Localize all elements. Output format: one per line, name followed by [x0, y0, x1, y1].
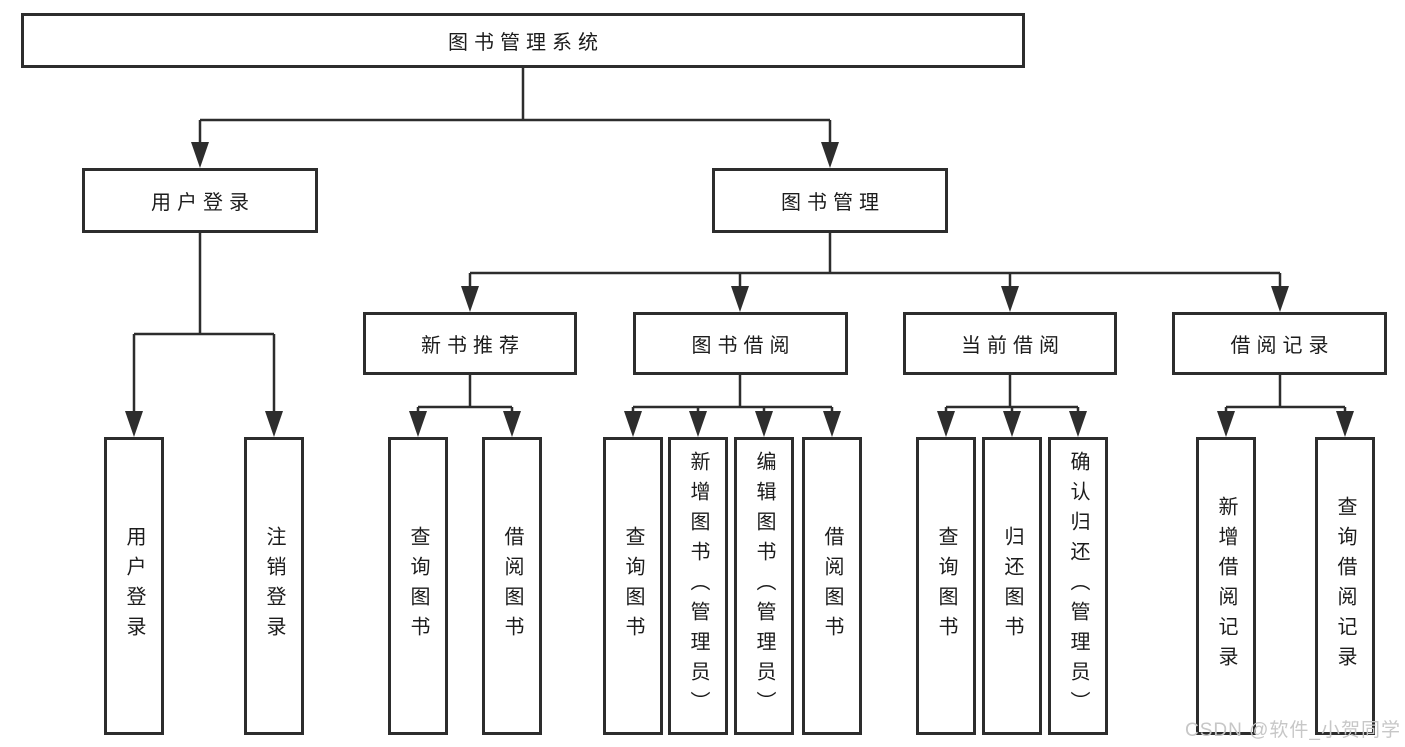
leaf-confirm-return-admin: 确认归还（管理员） [1048, 437, 1108, 735]
node-borrow-records-label: 借阅记录 [1230, 335, 1335, 357]
arrow-down-icon [937, 411, 955, 437]
leaf-borrow-books-2-label: 借阅图书 [821, 526, 843, 646]
arrow-down-icon [1217, 411, 1235, 437]
connector-borrow-records-children [1224, 375, 1347, 415]
leaf-user-login: 用户登录 [104, 437, 164, 735]
node-current-borrow-label: 当前借阅 [961, 335, 1065, 357]
leaf-query-books-2: 查询图书 [603, 437, 663, 735]
arrow-down-icon [503, 411, 521, 437]
leaf-confirm-return-admin-label: 确认归还（管理员） [1067, 451, 1089, 721]
arrow-down-icon [1069, 411, 1087, 437]
arrow-down-icon [409, 411, 427, 437]
arrow-down-icon [265, 411, 283, 437]
leaf-query-books-3-label: 查询图书 [935, 526, 957, 646]
node-book-mgmt-label: 图书管理 [781, 192, 885, 214]
leaf-query-books-1: 查询图书 [388, 437, 448, 735]
leaf-edit-books-admin-label: 编辑图书（管理员） [753, 451, 775, 721]
arrow-down-icon [731, 286, 749, 312]
arrow-down-icon [125, 411, 143, 437]
arrow-down-icon [823, 411, 841, 437]
arrow-down-icon [821, 142, 839, 168]
arrow-down-icon [191, 142, 209, 168]
leaf-query-books-1-label: 查询图书 [407, 526, 429, 646]
connector-book-borrow-children [631, 375, 834, 415]
node-book-mgmt: 图书管理 [712, 168, 948, 233]
node-book-borrow: 图书借阅 [633, 312, 848, 375]
leaf-borrow-books-2: 借阅图书 [802, 437, 862, 735]
arrow-down-icon [1336, 411, 1354, 437]
node-user-login: 用户登录 [82, 168, 318, 233]
leaf-logout-label: 注销登录 [263, 526, 285, 646]
connector-root-to-level2 [198, 68, 832, 146]
leaf-borrow-books-1: 借阅图书 [482, 437, 542, 735]
leaf-add-books-admin: 新增图书（管理员） [668, 437, 728, 735]
arrow-down-icon [1001, 286, 1019, 312]
arrow-down-icon [1003, 411, 1021, 437]
arrow-down-icon [624, 411, 642, 437]
connector-current-borrow-children [944, 375, 1080, 415]
node-root: 图书管理系统 [21, 13, 1025, 68]
leaf-borrow-books-1-label: 借阅图书 [501, 526, 523, 646]
leaf-query-books-3: 查询图书 [916, 437, 976, 735]
arrowheads [125, 142, 1354, 437]
leaf-edit-books-admin: 编辑图书（管理员） [734, 437, 794, 735]
arrow-down-icon [461, 286, 479, 312]
arrow-down-icon [755, 411, 773, 437]
leaf-add-borrow-record: 新增借阅记录 [1196, 437, 1256, 735]
node-user-login-label: 用户登录 [151, 192, 255, 214]
watermark: CSDN @软件_小贺同学 [1185, 720, 1401, 741]
node-borrow-records: 借阅记录 [1172, 312, 1387, 375]
node-new-book-rec-label: 新书推荐 [421, 335, 525, 357]
leaf-return-books: 归还图书 [982, 437, 1042, 735]
node-current-borrow: 当前借阅 [903, 312, 1117, 375]
node-new-book-rec: 新书推荐 [363, 312, 577, 375]
node-root-label: 图书管理系统 [448, 32, 604, 54]
connector-user-login-children [132, 233, 276, 415]
leaf-return-books-label: 归还图书 [1001, 526, 1023, 646]
leaf-add-borrow-record-label: 新增借阅记录 [1215, 496, 1237, 676]
leaf-query-books-2-label: 查询图书 [622, 526, 644, 646]
connector-new-book-rec-children [416, 375, 514, 415]
arrow-down-icon [689, 411, 707, 437]
connector-book-mgmt-children [468, 233, 1282, 290]
leaf-logout: 注销登录 [244, 437, 304, 735]
leaf-add-books-admin-label: 新增图书（管理员） [687, 451, 709, 721]
leaf-query-borrow-record: 查询借阅记录 [1315, 437, 1375, 735]
node-book-borrow-label: 图书借阅 [691, 335, 796, 357]
leaf-query-borrow-record-label: 查询借阅记录 [1334, 496, 1356, 676]
leaf-user-login-label: 用户登录 [123, 526, 145, 646]
arrow-down-icon [1271, 286, 1289, 312]
